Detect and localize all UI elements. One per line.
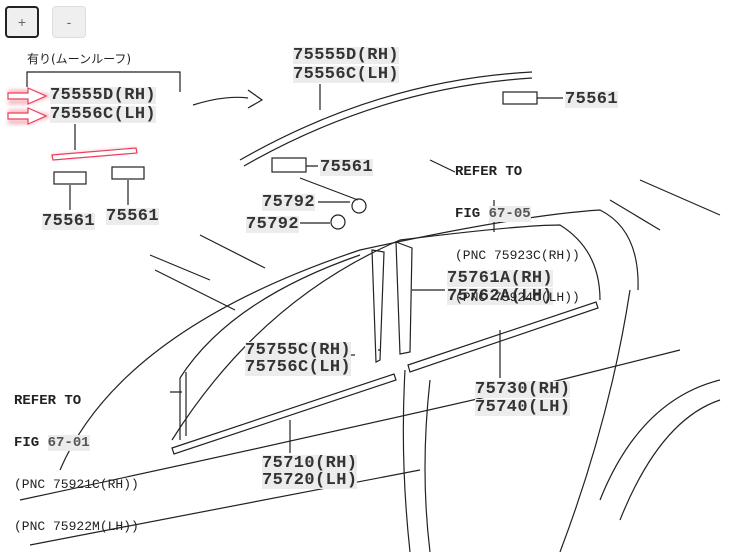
reference-67-05: REFER TO FIG 67-05 (PNC 75923C(RH)) (PNC… xyxy=(455,137,580,319)
part-number-link[interactable]: 75556C(LH) xyxy=(50,105,157,124)
part-number-link[interactable]: 75561 xyxy=(106,207,160,226)
zoom-in-button[interactable]: + xyxy=(5,6,39,38)
pnc-rh: (PNC 75921C(RH)) xyxy=(14,477,139,492)
fig-link[interactable]: 67-01 xyxy=(47,435,90,451)
clip-icon xyxy=(53,91,538,185)
fig-label: FIG xyxy=(14,435,48,451)
part-number-link[interactable]: 75561 xyxy=(42,212,96,231)
fig-label: FIG xyxy=(455,206,489,222)
part-number-link[interactable]: 75555D(RH) xyxy=(50,86,157,105)
part-number-link[interactable]: 75792 xyxy=(262,193,316,212)
moonroof-note: 有り(ムーンルーフ) xyxy=(27,52,132,66)
part-number-link[interactable]: 75561 xyxy=(320,158,374,177)
part-number-link[interactable]: 75756C(LH) xyxy=(245,358,352,377)
zoom-out-button[interactable]: - xyxy=(52,6,86,38)
fig-link[interactable]: 67-05 xyxy=(488,206,531,222)
part-number-link[interactable]: 75555D(RH) xyxy=(293,46,400,65)
part-number-link[interactable]: 75710(RH) xyxy=(262,454,358,473)
refer-to-label: REFER TO xyxy=(455,164,523,180)
pnc-lh: (PNC 75922M(LH)) xyxy=(14,519,139,534)
pnc-lh: (PNC 75924C(LH)) xyxy=(455,290,580,305)
part-number-link[interactable]: 75762A(LH) xyxy=(447,287,554,306)
part-number-link[interactable]: 75792 xyxy=(246,215,300,234)
part-number-link[interactable]: 75740(LH) xyxy=(475,398,571,417)
part-number-link[interactable]: 75720(LH) xyxy=(262,471,358,490)
part-number-link[interactable]: 75755C(RH) xyxy=(245,341,352,360)
part-number-link[interactable]: 75561 xyxy=(565,90,619,109)
refer-to-label: REFER TO xyxy=(14,393,82,409)
part-number-link[interactable]: 75730(RH) xyxy=(475,380,571,399)
pnc-rh: (PNC 75923C(RH)) xyxy=(455,248,580,263)
part-number-link[interactable]: 75556C(LH) xyxy=(293,65,400,84)
part-number-link[interactable]: 75761A(RH) xyxy=(447,269,554,288)
reference-67-01: REFER TO FIG 67-01 (PNC 75921C(RH)) (PNC… xyxy=(14,366,139,548)
